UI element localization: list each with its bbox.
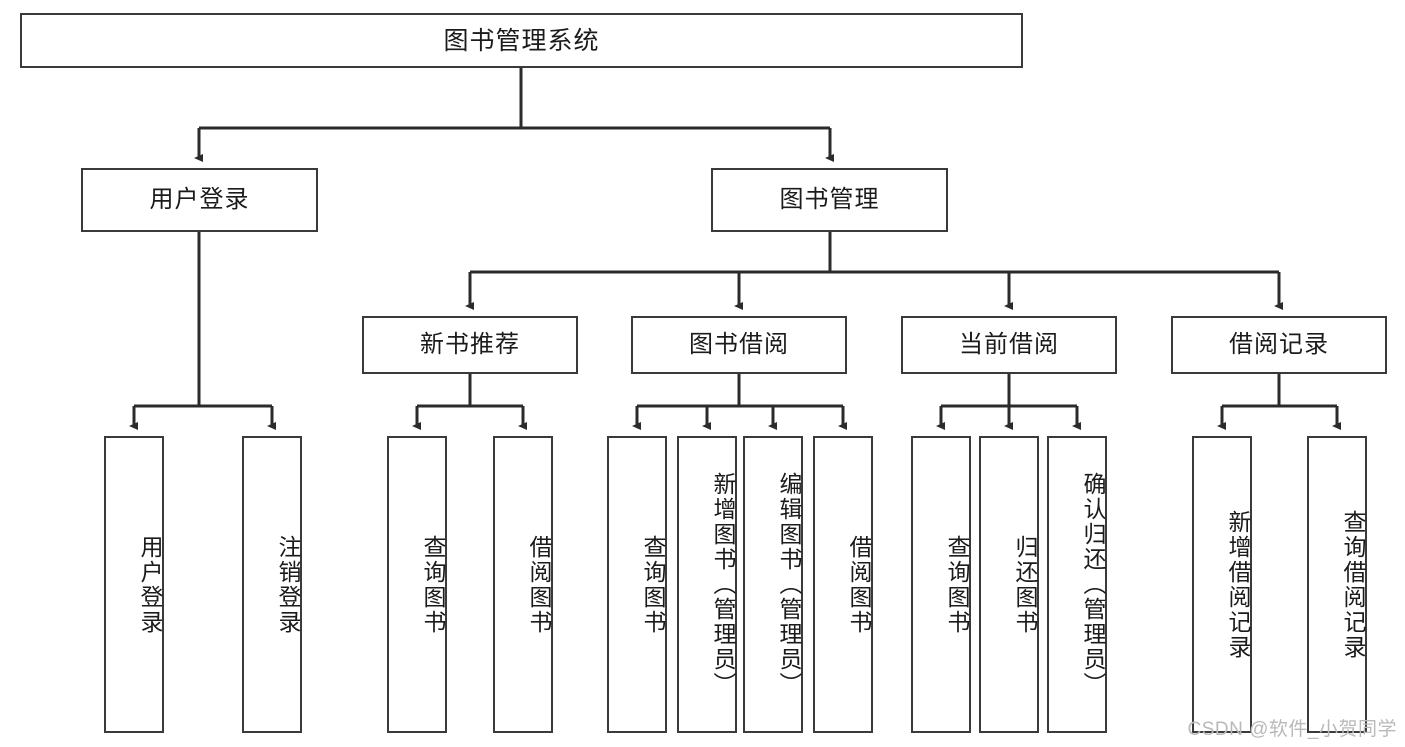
node-label: 图书借阅 xyxy=(689,330,789,358)
leaf-borrow-add-book[interactable]: 新增图书（管理员） xyxy=(677,436,737,733)
leaf-current-return-book[interactable]: 归还图书 xyxy=(979,436,1039,733)
node-current-borrow[interactable]: 当前借阅 xyxy=(901,316,1117,374)
leaf-current-query-book[interactable]: 查询图书 xyxy=(911,436,971,733)
leaf-borrow-query-book[interactable]: 查询图书 xyxy=(607,436,667,733)
leaf-recommend-borrow-book[interactable]: 借阅图书 xyxy=(493,436,553,733)
node-label: 查询图书 xyxy=(944,534,970,635)
leaf-borrow-edit-book[interactable]: 编辑图书（管理员） xyxy=(743,436,803,733)
leaf-records-add-record[interactable]: 新增借阅记录 xyxy=(1192,436,1252,733)
node-label: 用户登录 xyxy=(149,185,250,213)
node-label: 查询借阅记录 xyxy=(1340,509,1366,660)
node-label: 借阅图书 xyxy=(846,534,872,635)
leaf-records-query-record[interactable]: 查询借阅记录 xyxy=(1307,436,1367,733)
leaf-recommend-query-book[interactable]: 查询图书 xyxy=(387,436,447,733)
node-book-borrow[interactable]: 图书借阅 xyxy=(631,316,847,374)
node-label: 确认归还（管理员） xyxy=(1080,472,1106,697)
node-label: 图书管理系统 xyxy=(443,26,600,55)
node-borrow-records[interactable]: 借阅记录 xyxy=(1171,316,1387,374)
watermark-text: CSDN @软件_小贺同学 xyxy=(1187,719,1397,740)
node-root-system[interactable]: 图书管理系统 xyxy=(20,13,1023,68)
node-label: 借阅记录 xyxy=(1229,330,1329,358)
leaf-user-login-logout[interactable]: 注销登录 xyxy=(242,436,302,733)
node-label: 查询图书 xyxy=(640,534,666,635)
node-label: 当前借阅 xyxy=(959,330,1059,358)
node-label: 编辑图书（管理员） xyxy=(776,472,802,697)
node-label: 图书管理 xyxy=(779,185,880,213)
node-label: 新书推荐 xyxy=(420,330,520,358)
leaf-borrow-borrow-book[interactable]: 借阅图书 xyxy=(813,436,873,733)
node-book-management[interactable]: 图书管理 xyxy=(711,168,948,232)
node-new-book-recommend[interactable]: 新书推荐 xyxy=(362,316,578,374)
node-label: 借阅图书 xyxy=(526,534,552,635)
node-label: 归还图书 xyxy=(1012,534,1038,635)
node-label: 新增借阅记录 xyxy=(1225,509,1251,660)
node-user-login[interactable]: 用户登录 xyxy=(81,168,318,232)
node-label: 查询图书 xyxy=(420,534,446,635)
leaf-current-confirm-return[interactable]: 确认归还（管理员） xyxy=(1047,436,1107,733)
node-label: 用户登录 xyxy=(137,534,163,635)
node-label: 新增图书（管理员） xyxy=(710,472,736,697)
leaf-user-login-login[interactable]: 用户登录 xyxy=(104,436,164,733)
node-label: 注销登录 xyxy=(275,534,301,635)
